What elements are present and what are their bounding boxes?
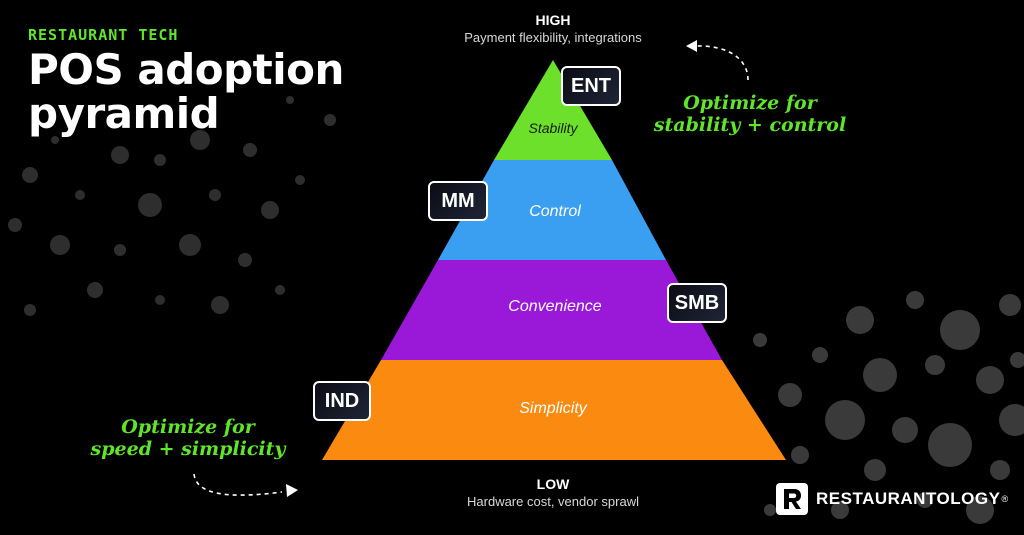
layer-control [438,160,666,260]
note-top-line-2: stability + control [653,114,847,136]
badge-mm: MM [428,181,488,221]
bottom-caption: Hardware cost, vendor sprawl [467,494,639,509]
bottom-axis-label: LOW Hardware cost, vendor sprawl [433,476,673,509]
layer-label-control: Control [529,203,581,220]
note-bottom-line-2: speed + simplicity [90,438,286,460]
arrow-bottom-head [286,484,298,497]
arrow-top [694,45,749,81]
brand-name: RESTAURANTOLOGY [816,489,1001,508]
arrow-bottom [193,473,283,496]
layer-label-simplicity: Simplicity [519,400,587,417]
layer-label-convenience: Convenience [508,298,602,315]
pyramid [322,60,786,460]
brand-registered: ® [1001,494,1009,504]
top-level: HIGH [535,12,571,28]
layer-simplicity [322,360,786,460]
title-line-1: POS adoption [28,45,344,94]
note-stability-control: Optimize for stability + control [640,92,860,136]
top-axis-label: HIGH Payment flexibility, integrations [433,12,673,45]
top-caption: Payment flexibility, integrations [464,30,642,45]
kicker-label: RESTAURANT TECH [28,26,179,44]
badge-ent: ENT [561,66,621,106]
note-top-line-1: Optimize for [683,92,817,114]
note-speed-simplicity: Optimize for speed + simplicity [88,416,288,460]
note-bottom-line-1: Optimize for [121,416,255,438]
layer-label-stability: Stability [528,120,578,136]
brand-mark-icon [776,483,808,515]
decorative-dots-left [8,96,336,316]
brand-logo: RESTAURANTOLOGY® [776,482,1008,516]
layer-convenience [381,260,722,360]
badge-smb: SMB [667,283,727,323]
badge-ind: IND [313,381,371,421]
title-line-2: pyramid [28,89,220,138]
page-title: POS adoption pyramid [28,48,388,136]
arrow-top-head [686,40,697,52]
decorative-dots-right [739,291,1024,524]
bottom-level: LOW [536,476,570,492]
layer-stability [494,60,612,160]
